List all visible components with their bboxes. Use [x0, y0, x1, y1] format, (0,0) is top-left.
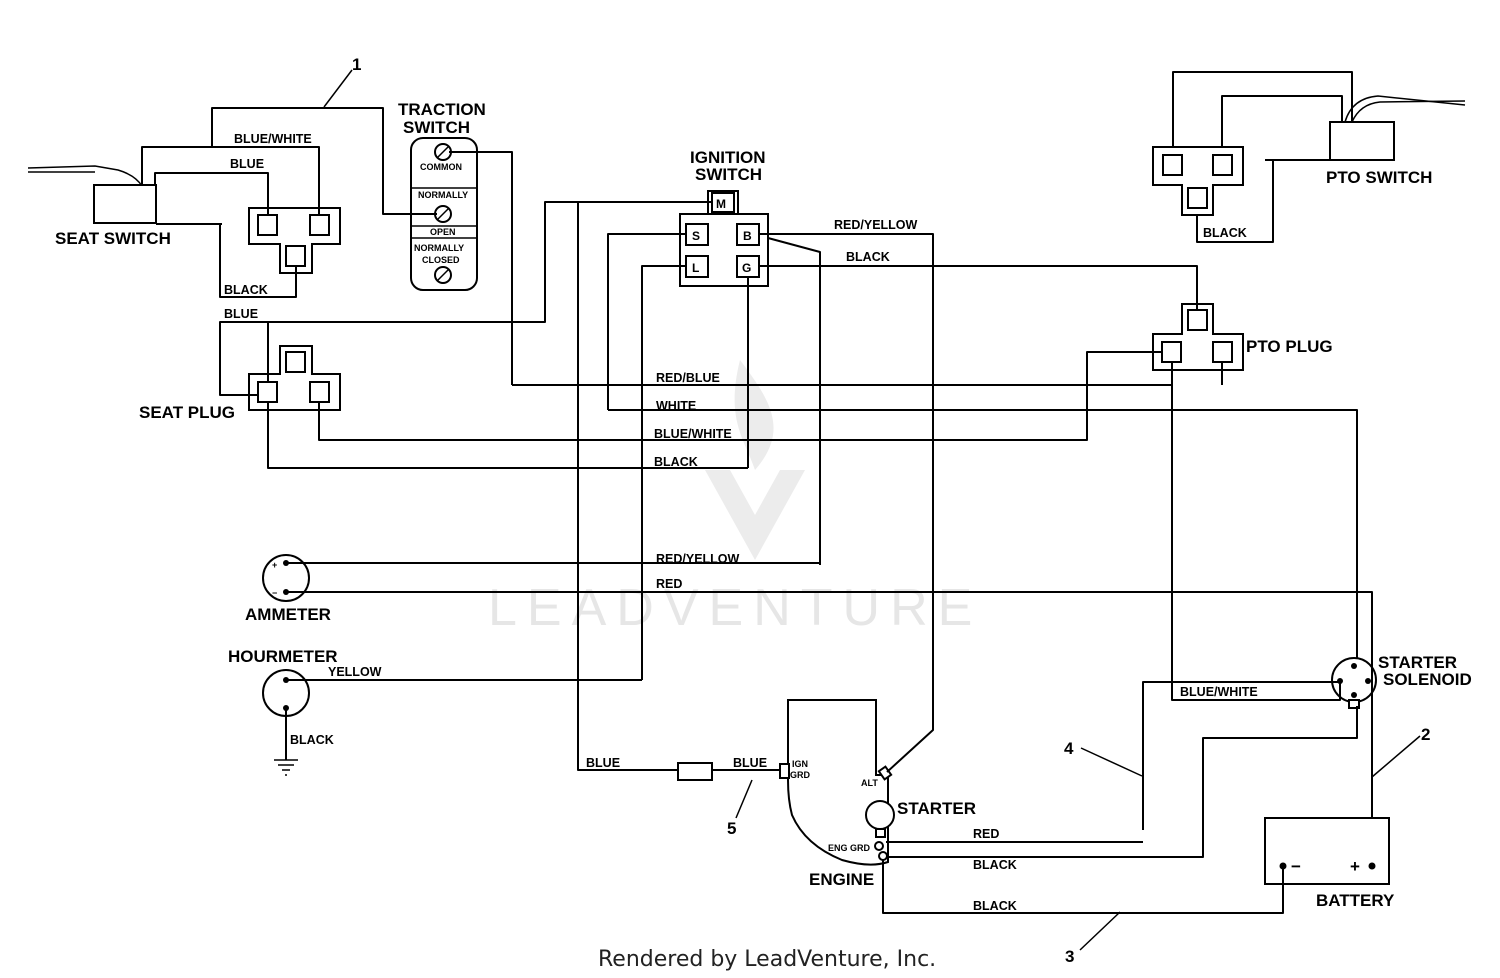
wire-label-blue-white-mid: BLUE/WHITE — [654, 427, 732, 441]
wires — [141, 71, 1373, 914]
ign-terminal-m: M — [716, 197, 726, 211]
footer-credit: Rendered by LeadVenture, Inc. — [598, 947, 936, 972]
watermark-text: LEADVENTURE — [488, 579, 982, 637]
wire-label-red-blue: RED/BLUE — [656, 371, 720, 385]
engine-grd: GRD — [790, 770, 811, 780]
wire-label-black-seat-switch: BLACK — [224, 283, 268, 297]
starter-label: STARTER — [897, 799, 976, 818]
wire-label-black-ign: BLACK — [846, 250, 890, 264]
wire-label-red-amm: RED — [656, 577, 682, 591]
watermark: LEADVENTURE — [488, 360, 982, 637]
wire-label-red-starter: RED — [973, 827, 999, 841]
ignition-switch-label-2: SWITCH — [695, 165, 762, 184]
ammeter-label: AMMETER — [245, 605, 331, 624]
callout-1: 1 — [352, 55, 361, 74]
pto-switch-body — [1329, 121, 1395, 161]
ign-terminal-g: G — [742, 261, 751, 275]
seat-switch: SEAT SWITCH — [27, 165, 222, 248]
wire-label-white: WHITE — [656, 399, 696, 413]
pto-switch: PTO SWITCH — [1152, 95, 1466, 216]
traction-closed-label: CLOSED — [422, 255, 460, 265]
wire-label-black-battery: BLACK — [973, 899, 1017, 913]
callout-4: 4 — [1064, 739, 1074, 758]
battery-neg: − — [1291, 857, 1301, 876]
wire-label-blue-left: BLUE — [586, 756, 620, 770]
wire-label-blue-top: BLUE — [230, 157, 264, 171]
fuse — [677, 762, 713, 781]
callout-2: 2 — [1421, 725, 1430, 744]
ground-icon — [274, 759, 298, 776]
ammeter-neg: − — [272, 588, 277, 598]
engine-eng-grd: ENG GRD — [828, 843, 871, 853]
engine-label: ENGINE — [809, 870, 874, 889]
traction-no-label: NORMALLY — [418, 190, 468, 200]
ign-terminal-s: S — [692, 229, 700, 243]
callout-3: 3 — [1065, 947, 1074, 966]
callout-5: 5 — [727, 819, 736, 838]
engine-alt: ALT — [861, 778, 878, 788]
battery-label: BATTERY — [1316, 891, 1395, 910]
seat-plug: SEAT PLUG — [139, 345, 341, 422]
ammeter-pos: + — [272, 560, 277, 570]
wire-label-red-yellow-amm: RED/YELLOW — [656, 552, 740, 566]
wire-label-red-yellow-ign: RED/YELLOW — [834, 218, 918, 232]
battery-body — [1264, 817, 1390, 885]
battery: − + BATTERY — [1264, 817, 1395, 910]
ignition-switch-label-1: IGNITION — [690, 148, 766, 167]
wire-label-black-mid: BLACK — [654, 455, 698, 469]
wire-label-black-starter: BLACK — [973, 858, 1017, 872]
callout-leaders — [323, 69, 1421, 951]
seat-switch-body — [93, 184, 157, 224]
traction-open-label: OPEN — [430, 227, 456, 237]
wire-labels: BLUE/WHITE BLUE BLACK BLUE RED/YELLOW BL… — [224, 132, 1258, 913]
ammeter-gauge — [262, 554, 310, 602]
ammeter: + − AMMETER — [245, 554, 331, 624]
wire-label-blue-white-sol: BLUE/WHITE — [1180, 685, 1258, 699]
starter-solenoid: STARTER SOLENOID — [1331, 653, 1472, 709]
traction-switch-label-2: SWITCH — [403, 118, 470, 137]
ign-terminal-b: B — [743, 229, 752, 243]
engine: IGN GRD ALT STARTER ENG GRD ENGINE — [779, 699, 976, 889]
traction-switch-label-1: TRACTION — [398, 100, 486, 119]
seat-plug-label: SEAT PLUG — [139, 403, 235, 422]
wire-label-yellow-hour: YELLOW — [328, 665, 382, 679]
pto-plug: PTO PLUG — [1152, 303, 1333, 371]
battery-pos: + — [1350, 857, 1360, 876]
pto-switch-label: PTO SWITCH — [1326, 168, 1432, 187]
wire-label-blue-seat-plug: BLUE — [224, 307, 258, 321]
wire-label-black-pto-switch: BLACK — [1203, 226, 1247, 240]
pto-plug-label: PTO PLUG — [1246, 337, 1333, 356]
traction-common-label: COMMON — [420, 162, 462, 172]
solenoid-label-1: STARTER — [1378, 653, 1457, 672]
solenoid-label-2: SOLENOID — [1383, 670, 1472, 689]
wire-label-black-hour: BLACK — [290, 733, 334, 747]
starter-motor — [865, 800, 895, 830]
wire-label-blue-white-top: BLUE/WHITE — [234, 132, 312, 146]
hourmeter-label: HOURMETER — [228, 647, 338, 666]
seat-switch-label: SEAT SWITCH — [55, 229, 171, 248]
wire-label-blue-right: BLUE — [733, 756, 767, 770]
traction-nc-label: NORMALLY — [414, 243, 464, 253]
ignition-switch: M S B L G IGNITION SWITCH — [679, 148, 769, 287]
hourmeter: HOURMETER — [228, 647, 338, 776]
ign-terminal-l: L — [692, 261, 699, 275]
engine-ign: IGN — [792, 759, 808, 769]
traction-switch: COMMON NORMALLY OPEN NORMALLY CLOSED TRA… — [398, 100, 486, 291]
